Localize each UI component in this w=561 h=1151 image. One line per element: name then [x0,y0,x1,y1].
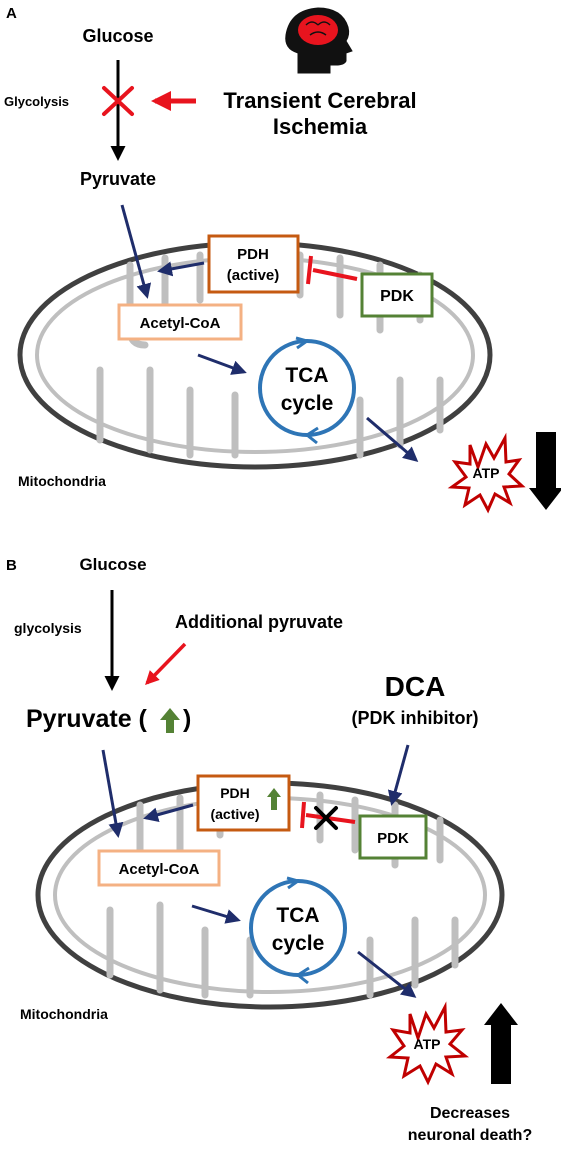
dca-sublabel: (PDK inhibitor) [352,708,479,728]
pyruvate-label-suffix: ) [183,705,191,733]
atp-label: ATP [414,1036,441,1052]
outcome-label-line1: Decreases [430,1105,510,1122]
glucose-label: Glucose [79,555,146,574]
pdh-label-line1: PDH [220,785,250,801]
tca-label-line2: cycle [272,932,325,955]
tca-cycle: TCA cycle [258,336,356,445]
atp-up-arrow-icon [484,1003,518,1084]
pdk-inhibits-pdh-line [312,268,358,281]
tca-cycle-arrowhead-bottom [304,426,319,445]
atp-burst-icon [385,1001,470,1086]
acetylcoa-box [117,303,243,341]
tca-cycle-arrowhead-top [286,876,302,890]
cristae-bottom [96,366,444,459]
ischemia-label-line2: Ischemia [273,114,368,139]
atp-burst-icon [447,432,526,514]
tca-label-line1: TCA [285,364,328,387]
glycolysis-label: Glycolysis [4,94,69,109]
pdh-box [207,234,300,294]
pyruvate-to-acetylcoa-arrow [101,749,124,838]
dca-label: DCA [385,671,446,702]
pdk-label: PDK [380,288,414,305]
tca-to-atp-arrow [357,950,417,998]
tca-label-line1: TCA [276,904,319,927]
glucose-label: Glucose [82,26,153,46]
pdk-label: PDK [377,830,409,847]
pyruvate-label: Pyruvate ( [26,705,148,733]
acetylcoa-label: Acetyl-CoA [119,861,200,878]
mitochondria-label: Mitochondria [20,1006,108,1022]
pyruvate-up-arrow-icon [160,708,180,733]
tca-cycle-arrowhead-bottom [295,966,310,985]
pdk-inhibits-pdh-line [305,813,356,824]
atp-down-arrow-icon [529,432,561,510]
pdh-label-line2: (active) [210,806,259,822]
pdh-up-arrow-icon [267,788,281,810]
blocked-x-icon [102,86,134,116]
tca-to-atp-arrow [366,416,419,462]
pdk-box [360,272,434,318]
panel-a-label: A [6,5,17,22]
pyruvate-label: Pyruvate [80,169,156,189]
dca-to-pdk-arrow [387,744,410,806]
mitochondria-label: Mitochondria [18,473,106,489]
panel-a: A Glucose Glycolysis [4,5,561,514]
additional-pyruvate-arrow [145,642,187,686]
glycolysis-label: glycolysis [14,620,82,636]
panel-b-label: B [6,557,17,574]
pdh-label-line2: (active) [227,267,280,284]
tca-cycle-arrowhead-top [295,336,311,350]
tca-ring [258,339,356,437]
pdh-to-acetylcoa-arrow [157,261,205,277]
pdh-to-acetylcoa-arrow [143,803,194,823]
additional-pyruvate-label: Additional pyruvate [175,612,343,632]
tca-cycle: TCA cycle [249,876,347,985]
tca-label-line2: cycle [281,392,334,415]
pdk-inhibit-bar [306,255,313,285]
pdk-box [358,814,428,860]
tca-ring [249,879,347,977]
acetylcoa-to-tca-arrow [191,904,241,924]
brain-head-icon [285,7,353,74]
acetylcoa-to-tca-arrow [197,353,247,375]
panel-b: B Glucose glycolysis Additional pyruvate [6,555,532,1144]
pyruvate-label-prefix: Pyruvate ( [26,705,148,733]
ischemia-label-line1: Transient Cerebral [223,88,416,113]
pdh-label-line1: PDH [237,246,269,263]
pyruvate-to-acetylcoa-arrow [120,204,152,299]
acetylcoa-box [97,849,221,887]
pdk-inhibit-bar [300,801,306,829]
cristae-bottom [106,901,459,999]
acetylcoa-label: Acetyl-CoA [140,315,221,332]
atp-label: ATP [473,465,500,481]
outcome-label-line2: neuronal death? [408,1127,532,1144]
blocked-x-icon [314,806,338,830]
